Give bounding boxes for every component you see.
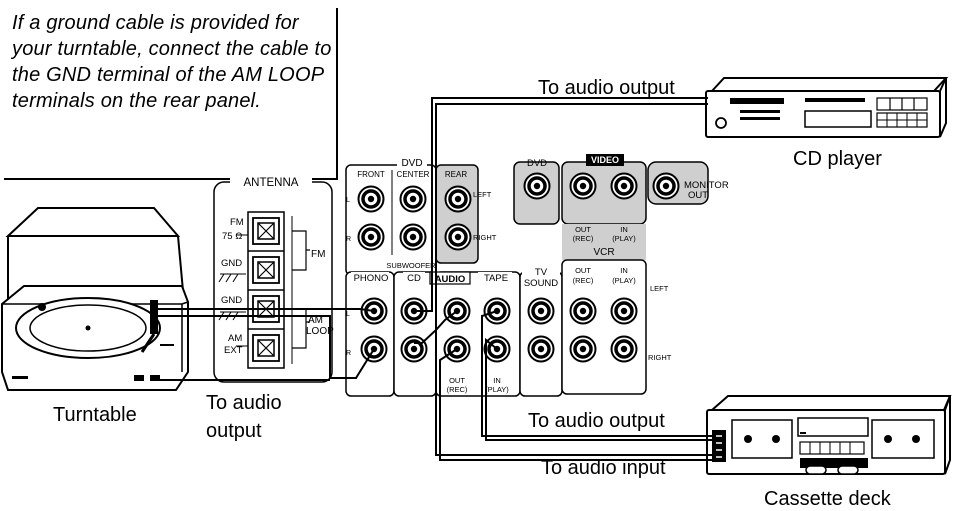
turntable-audio-output-label-1: To audio	[206, 392, 282, 414]
fm-label: FM	[311, 249, 325, 260]
vcr-audio-out-label-2: (REC)	[573, 276, 594, 285]
turntable-label: Turntable	[53, 404, 137, 426]
cassette-audio-output-label: To audio output	[528, 410, 665, 432]
am-ext-label-2: EXT	[224, 345, 243, 356]
dvd-label: DVD	[527, 158, 547, 169]
tv-sound-label-1: TV	[535, 267, 548, 278]
monitor-out-label-1: MONITOR	[684, 180, 729, 191]
cassette-deck	[706, 395, 952, 475]
dvd-video-jack[interactable]	[522, 171, 552, 201]
monitor-out-label-2: OUT	[688, 190, 708, 201]
audio-left-label: LEFT	[650, 284, 669, 293]
phono-label: PHONO	[354, 273, 389, 284]
cassette-deck-label: Cassette deck	[764, 488, 891, 510]
rear-left-label: LEFT	[473, 190, 492, 199]
tape-out-label-1: OUT	[449, 376, 465, 385]
antenna-title: ANTENNA	[244, 177, 299, 189]
vcr-video-in-label-1: IN	[620, 225, 628, 234]
am-loop-label-1: AM	[308, 315, 323, 326]
tv-sound-label-2: SOUND	[524, 278, 558, 289]
center-jack[interactable]	[398, 184, 428, 214]
gnd-terminal-1[interactable]	[252, 256, 280, 284]
cables	[156, 97, 712, 461]
cassette-out-cable-right	[485, 337, 712, 441]
fm75-terminal[interactable]	[252, 217, 280, 245]
monitor-out-jack[interactable]	[651, 171, 681, 201]
tape-label: TAPE	[484, 273, 508, 284]
subwoofer-jack[interactable]	[398, 222, 428, 252]
dvd-group-label: DVD	[401, 158, 422, 169]
vcr-audio-in-label-2: (PLAY)	[612, 276, 636, 285]
vcr-audio-in-right-jack[interactable]	[609, 334, 639, 364]
front-right-jack[interactable]	[356, 222, 386, 252]
vcr-video-out-label-2: (REC)	[573, 234, 594, 243]
rear-left-jack[interactable]	[443, 184, 473, 214]
cd-audio-output-label: To audio output	[538, 77, 675, 99]
tape-in-label-2: (PLAY)	[485, 385, 509, 394]
front-l-label: L	[346, 197, 350, 204]
antenna-panel: ANTENNA FM AM LOOP FM 75 Ω GND GND AM EX…	[213, 173, 334, 383]
tv-sound-right-jack[interactable]	[526, 334, 556, 364]
cd-cable-left	[414, 97, 708, 312]
fm75-label-2: 75 Ω	[222, 231, 242, 242]
turntable-audio-output-label-2: output	[206, 420, 262, 442]
audio-right-label: RIGHT	[648, 353, 672, 362]
gnd-label-2: GND	[221, 295, 242, 306]
video-label: VIDEO	[591, 155, 619, 165]
cd-label: CD	[407, 273, 421, 284]
cassette-out-cable-left	[481, 310, 712, 437]
am-ext-label-1: AM	[228, 333, 242, 344]
front-label: FRONT	[357, 170, 385, 179]
turntable-cable-right	[156, 315, 375, 379]
tape-in-label-1: IN	[493, 376, 501, 385]
am-ext-terminal[interactable]	[252, 334, 280, 362]
gnd-label-1: GND	[221, 258, 242, 269]
cd-player-label: CD player	[793, 148, 882, 170]
vcr-label: VCR	[593, 247, 614, 258]
turntable	[1, 207, 189, 391]
vcr-video-out-jack[interactable]	[568, 171, 598, 201]
rear-right-label: RIGHT	[473, 233, 497, 242]
cassette-in-cable-right	[439, 348, 712, 461]
audio-label: AUDIO	[435, 274, 466, 285]
vcr-video-in-jack[interactable]	[609, 171, 639, 201]
rear-panel: DVD FRONT CENTER REAR L R LEFT RIGHT SUB…	[345, 154, 729, 397]
front-r-label: R	[346, 236, 351, 243]
vcr-video-in-label-2: (PLAY)	[612, 234, 636, 243]
turntable-cable-left	[156, 308, 375, 312]
cassette-in-cable-left	[435, 310, 712, 456]
fm75-label-1: FM	[230, 217, 244, 228]
rear-right-jack[interactable]	[443, 222, 473, 252]
phono-l-label: L	[346, 311, 350, 318]
vcr-audio-out-right-jack[interactable]	[568, 334, 598, 364]
vcr-audio-in-left-jack[interactable]	[609, 296, 639, 326]
center-label: CENTER	[397, 170, 430, 179]
cd-right-jack[interactable]	[399, 334, 429, 364]
vcr-audio-in-label-1: IN	[620, 266, 628, 275]
subwoofer-label: SUBWOOFER	[386, 261, 436, 270]
cassette-audio-input-label: To audio input	[541, 457, 666, 479]
vcr-video-out-label-1: OUT	[575, 225, 591, 234]
tv-sound-left-jack[interactable]	[526, 296, 556, 326]
ground-cable-note: If a ground cable is provided for your t…	[4, 8, 338, 180]
tape-out-label-2: (REC)	[447, 385, 468, 394]
vcr-audio-out-left-jack[interactable]	[568, 296, 598, 326]
front-left-jack[interactable]	[356, 184, 386, 214]
am-loop-label-2: LOOP	[306, 326, 334, 337]
phono-r-label: R	[346, 350, 351, 357]
cd-player	[705, 77, 949, 138]
rear-label: REAR	[445, 170, 467, 179]
vcr-audio-out-label-1: OUT	[575, 266, 591, 275]
